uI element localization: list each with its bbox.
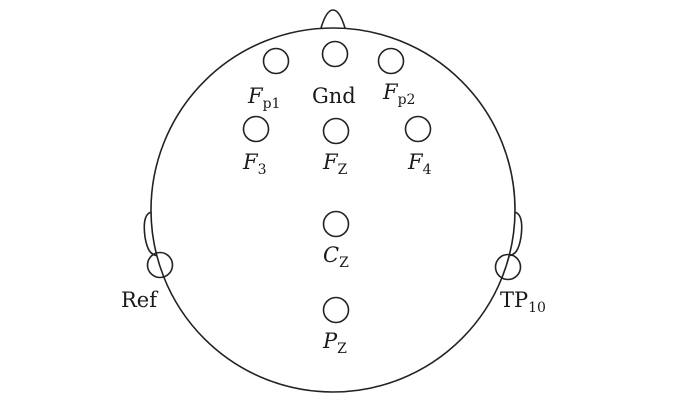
electrode-fp2-label: Fp2 [382, 80, 415, 108]
electrode-fp1-label: Fp1 [247, 84, 280, 112]
electrode-fz-label: FZ [322, 150, 348, 178]
electrode-f4-label: F4 [407, 150, 432, 178]
electrode-fp1-marker [262, 47, 290, 75]
head-outline [150, 27, 516, 393]
electrode-tp10-marker [494, 253, 522, 281]
electrode-tp10-label: TP10 [500, 288, 546, 316]
electrode-fp2-marker [377, 47, 405, 75]
electrode-cz-label: CZ [323, 243, 349, 271]
electrode-f3-label: F3 [242, 150, 267, 178]
electrode-f3-marker [242, 115, 270, 143]
electrode-fz-marker [322, 117, 350, 145]
electrode-f4-marker [404, 115, 432, 143]
electrode-cz-marker [322, 210, 350, 238]
right-ear [505, 211, 523, 257]
electrode-ref-marker [146, 251, 174, 279]
nose [320, 9, 346, 29]
electrode-gnd-label: Gnd [312, 84, 356, 108]
electrode-gnd-marker [321, 40, 349, 68]
electrode-pz-marker [322, 296, 350, 324]
electrode-pz-label: PZ [322, 329, 347, 357]
electrode-ref-label: Ref [121, 288, 159, 312]
